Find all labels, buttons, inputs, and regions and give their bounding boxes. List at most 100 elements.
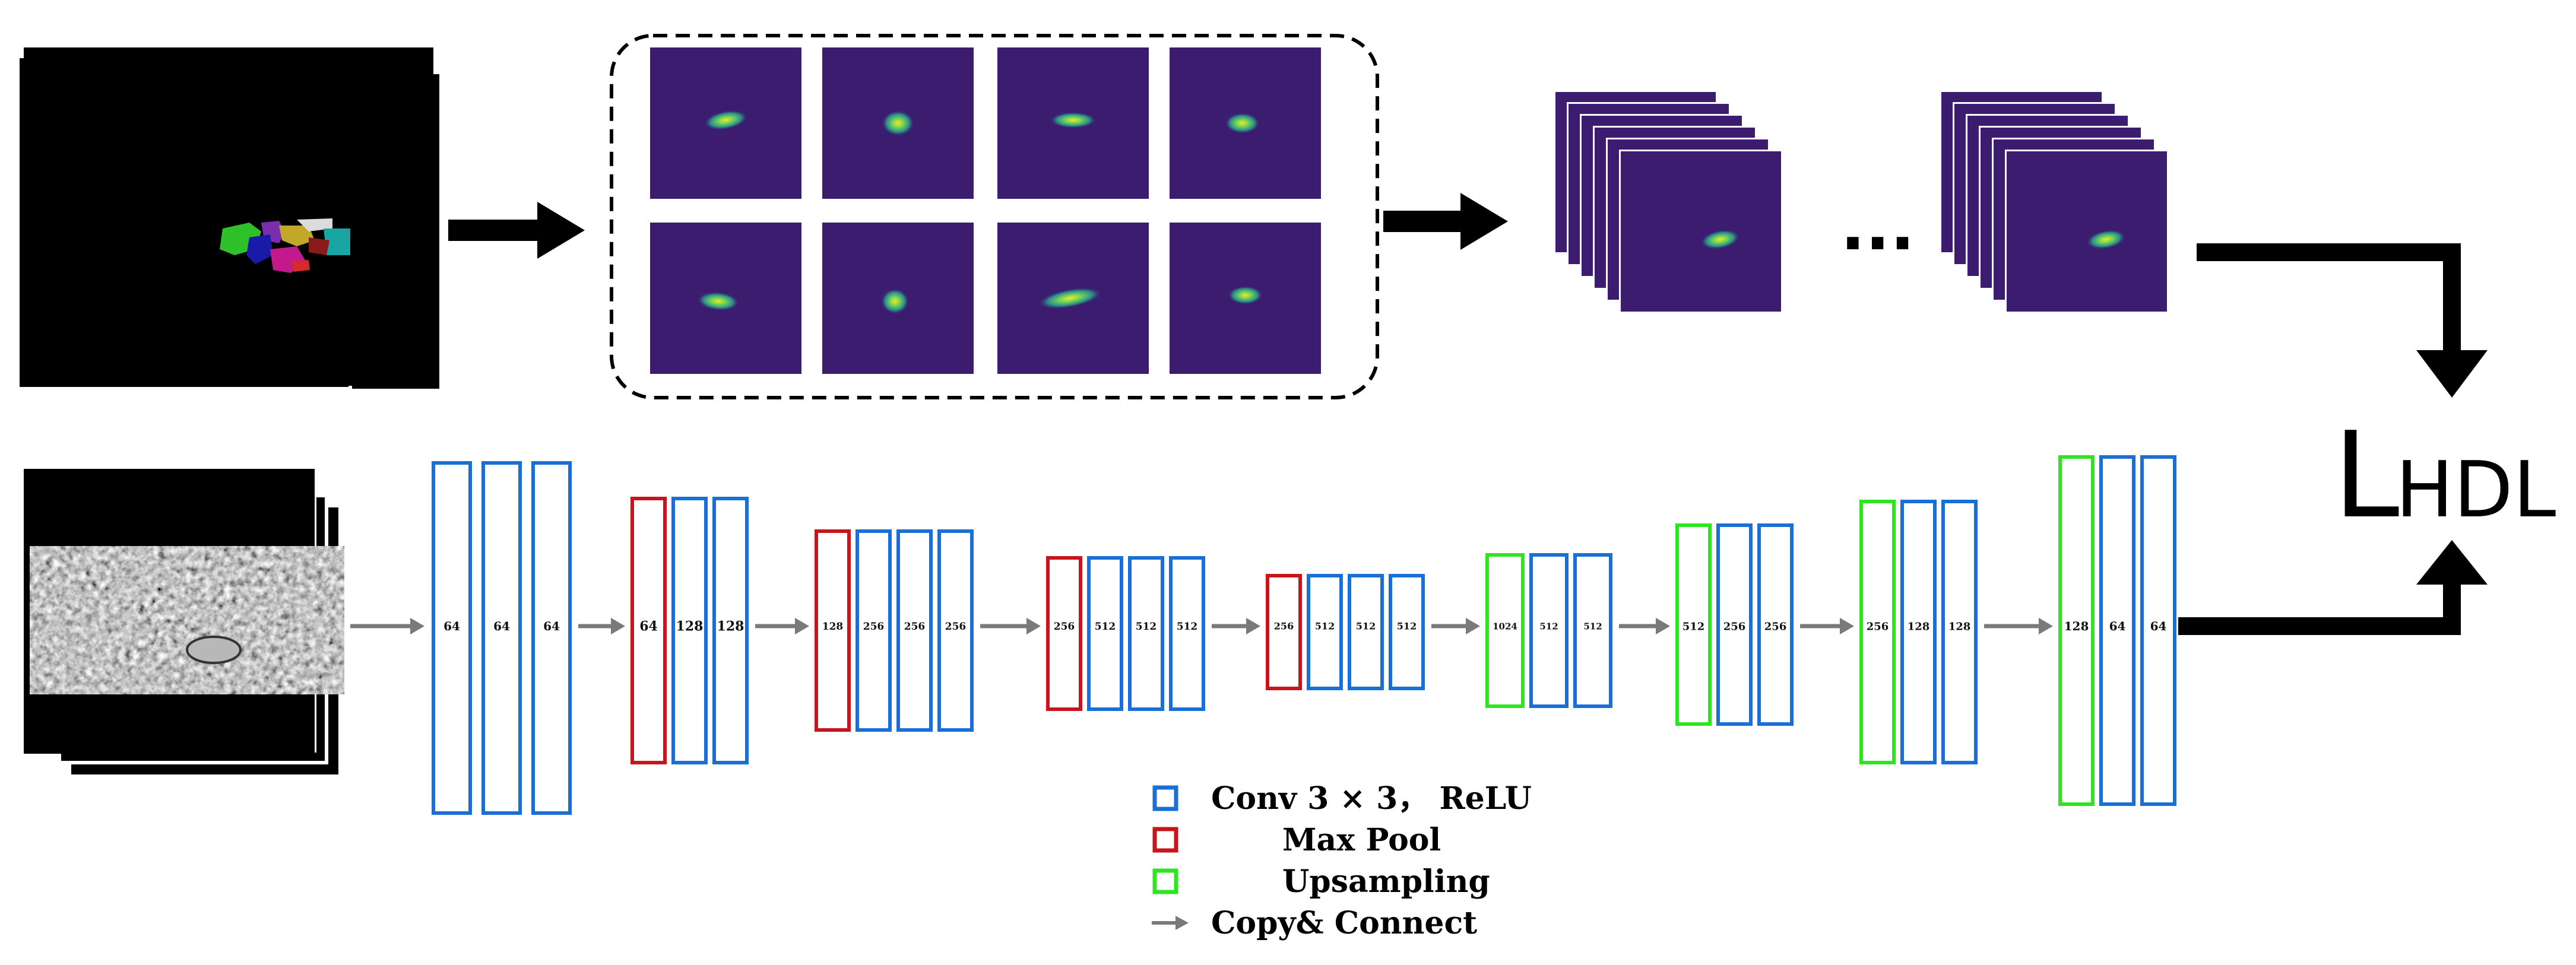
- conv-block: [1087, 556, 1123, 711]
- conv-block: [671, 497, 708, 764]
- block-channel-label: 256: [1867, 620, 1889, 633]
- heatmap-tile: [650, 223, 801, 374]
- copy-connect-arrow: [350, 618, 424, 634]
- network-stage-6: 1024 512 512: [1485, 553, 1612, 708]
- legend-label: Copy& Connect: [1211, 905, 1477, 941]
- conv-block: [1529, 553, 1569, 708]
- block-channel-label: 512: [1397, 621, 1417, 632]
- network-stage-2: 64 128 128: [630, 497, 749, 764]
- label-mask-stack: [16, 46, 439, 391]
- conv-block: [1941, 500, 1978, 764]
- legend-swatch: [1152, 868, 1178, 894]
- block-channel-label: 128: [2064, 619, 2089, 633]
- ct-slice-texture: [30, 546, 344, 694]
- block-channel-label: 256: [945, 621, 967, 633]
- block-channel-label: 1024: [1493, 621, 1517, 631]
- arrow-big-1: [448, 202, 585, 259]
- upsampling-block: [1485, 553, 1525, 708]
- legend-item: Max Pool: [1152, 822, 1441, 858]
- block-channel-label: 64: [2109, 619, 2126, 633]
- upsampling-block: [2058, 455, 2095, 806]
- block-channel-label: 512: [1095, 621, 1116, 633]
- block-channel-label: 128: [822, 621, 844, 633]
- heatmap-tile: [822, 223, 974, 374]
- network-stage-7: 512 256 256: [1675, 523, 1794, 726]
- organ-labels-graphic: [220, 218, 350, 273]
- conv-block: [1307, 574, 1343, 690]
- block-channel-label: 512: [1315, 621, 1335, 632]
- heatmap-slice: [2007, 151, 2167, 312]
- legend-label: Conv 3 × 3， ReLU: [1211, 780, 1532, 817]
- heatmap-stack-2: [1940, 90, 2169, 313]
- block-channel-label: 256: [863, 621, 885, 633]
- copy-connect-arrow: [1431, 618, 1480, 634]
- loss-symbol: L: [2333, 407, 2399, 545]
- block-channel-label: 512: [1683, 620, 1705, 633]
- conv-block: [432, 461, 472, 815]
- conv-block: [896, 529, 933, 732]
- heatmap-group-frame: [610, 34, 1379, 399]
- conv-block: [1900, 500, 1937, 764]
- block-channel-label: 512: [1177, 621, 1198, 633]
- input-image-stack: [24, 469, 344, 774]
- legend-item: Upsampling: [1152, 864, 1490, 900]
- copy-connect-arrow: [1800, 618, 1854, 634]
- copy-connect-arrow: [578, 618, 625, 634]
- block-channel-label: 64: [2150, 619, 2167, 633]
- block-channel-label: 128: [717, 619, 744, 634]
- legend-swatch: [1152, 785, 1178, 811]
- legend-label: Max Pool: [1282, 822, 1441, 858]
- network-stage-5: 256 512 512 512: [1266, 574, 1425, 690]
- block-channel-label: 64: [493, 619, 510, 633]
- maxpool-block: [815, 529, 851, 732]
- loss-connector-top: [2197, 243, 2488, 398]
- conv-block: [1716, 523, 1753, 726]
- legend: Conv 3 × 3， ReLU Max PoolUpsamplingCopy& …: [1152, 780, 1532, 941]
- heatmap-tile: [997, 223, 1149, 374]
- conv-block: [531, 461, 572, 815]
- block-channel-label: 64: [639, 619, 658, 634]
- loss-connector-bottom: [2191, 540, 2488, 635]
- legend-item: Conv 3 × 3， ReLU: [1152, 780, 1532, 817]
- block-channel-label: 512: [1136, 621, 1157, 633]
- heatmap-tile: [997, 47, 1149, 199]
- loss-subscript: HDL: [2396, 445, 2556, 535]
- conv-block: [712, 497, 749, 764]
- upsampling-block: [1859, 500, 1896, 764]
- copy-connect-arrow: [755, 618, 809, 634]
- network-stage-9: 128 64 64: [2058, 455, 2176, 806]
- copy-connect-arrow: [1212, 618, 1260, 634]
- block-channel-label: 256: [1723, 620, 1746, 633]
- copy-connect-arrow: [1984, 618, 2053, 634]
- ellipsis: ...: [1840, 189, 1915, 265]
- legend-label: Upsampling: [1282, 864, 1490, 900]
- heatmap-slice: [1621, 151, 1781, 312]
- block-channel-label: 512: [1539, 621, 1558, 631]
- copy-connect-arrow: [1619, 618, 1670, 634]
- arrow-big-2: [1383, 193, 1508, 250]
- conv-block: [2140, 455, 2176, 806]
- heatmap-grid: [650, 47, 1321, 374]
- copy-connect-arrow: [980, 618, 1041, 634]
- block-channel-label: 256: [1054, 621, 1075, 633]
- conv-block: [481, 461, 522, 815]
- maxpool-block: [1046, 556, 1082, 711]
- block-channel-label: 256: [904, 621, 926, 633]
- block-channel-label: 256: [1764, 620, 1787, 633]
- conv-block: [937, 529, 974, 732]
- network-stage-3: 128 256 256 256: [815, 529, 974, 732]
- heatmap-tile: [1170, 223, 1321, 374]
- heatmap-tile: [1170, 47, 1321, 199]
- heatmap-tile: [650, 47, 801, 199]
- heatmap-stack-1: [1554, 90, 1783, 313]
- block-channel-label: 512: [1356, 621, 1376, 632]
- block-channel-label: 128: [676, 619, 704, 634]
- conv-block: [856, 529, 892, 732]
- block-channel-label: 128: [1908, 620, 1930, 633]
- upsampling-block: [1675, 523, 1712, 726]
- block-channel-label: 256: [1274, 621, 1294, 632]
- network-stage-4: 256 512 512 512: [1046, 556, 1205, 711]
- block-channel-label: 512: [1583, 621, 1602, 631]
